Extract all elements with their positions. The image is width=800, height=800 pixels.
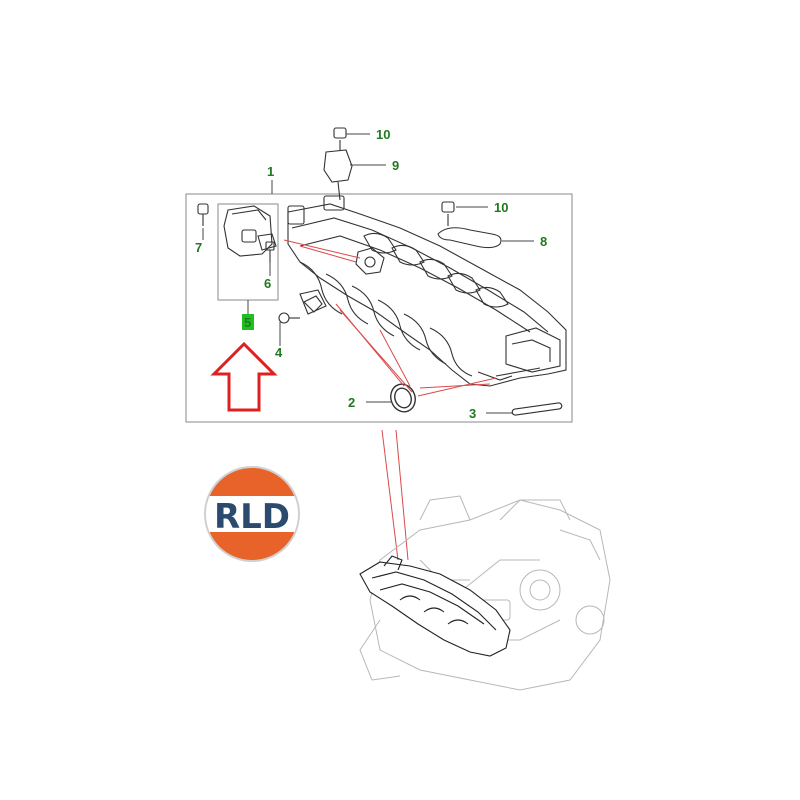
callout-3: 3 (469, 406, 476, 421)
assembly-frame (185, 193, 573, 423)
sensor-part-9 (323, 127, 353, 201)
callout-5: 5 (244, 315, 251, 330)
callout-6: 6 (264, 276, 271, 291)
callout-leaders (202, 133, 534, 414)
leader-line (419, 383, 491, 389)
screw-part-6 (265, 241, 275, 262)
callout-2: 2 (348, 395, 355, 410)
leader-line (339, 309, 413, 393)
callout-7: 7 (195, 240, 202, 255)
callout-labels: 1 2 3 4 5 6 7 8 9 10 10 (195, 127, 547, 421)
leader-line (283, 239, 361, 259)
intake-manifold (287, 195, 567, 387)
highlight-arrow (210, 341, 278, 412)
callout-4: 4 (275, 345, 283, 360)
leader-line (381, 429, 399, 561)
gasket-part-2 (390, 383, 416, 413)
actuator-part-5 (223, 205, 277, 257)
leader-lines (283, 239, 497, 561)
leader-line (335, 303, 405, 387)
pipe-part-8 (437, 201, 502, 249)
engine-manifold-highlight (359, 555, 511, 657)
callout-1: 1 (267, 164, 274, 179)
leader-line (379, 329, 411, 387)
leader-line (299, 245, 357, 263)
rld-logo: RLD (204, 466, 300, 562)
callout-10-pipe: 10 (494, 200, 508, 215)
callout-10-top: 10 (376, 127, 390, 142)
logo-text: RLD (214, 497, 290, 537)
callout-9: 9 (392, 158, 399, 173)
leader-line (395, 429, 409, 561)
bolt-part-7 (197, 203, 209, 226)
seal-part-3 (511, 402, 563, 416)
bolt-part-4 (278, 295, 323, 324)
callout-8: 8 (540, 234, 547, 249)
leader-line (417, 377, 497, 397)
callout-5-highlight (242, 314, 254, 330)
